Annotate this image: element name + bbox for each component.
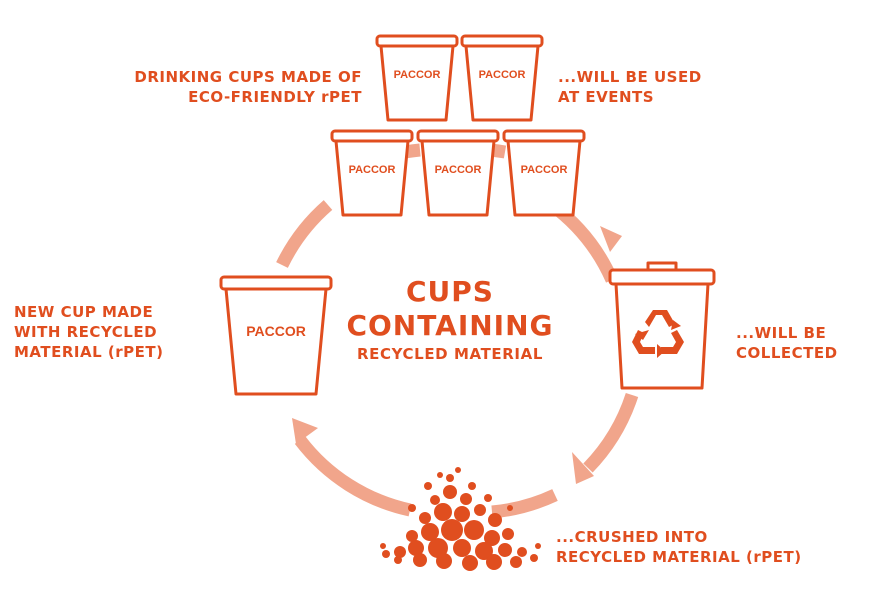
pellet [535, 543, 541, 549]
label-line: NEW CUP MADE [14, 303, 154, 321]
pellet [424, 482, 432, 490]
label-line: DRINKING CUPS MADE OF [134, 68, 362, 86]
label-line: ...CRUSHED INTO [556, 528, 708, 546]
pellet [443, 485, 457, 499]
pellets-icon [380, 467, 541, 571]
label-line: AT EVENTS [558, 88, 655, 106]
cup-icon: PACCOR [375, 34, 459, 122]
label-collected: ...WILL BE COLLECTED [736, 323, 838, 363]
cup-icon: PACCOR [460, 34, 544, 122]
pellet [486, 554, 502, 570]
label-line: ...WILL BE USED [558, 68, 702, 86]
pellet [428, 538, 448, 558]
pellet [437, 472, 443, 478]
center-title-line3: RECYCLED MATERIAL [357, 345, 543, 363]
cycle-arrow-icon [583, 392, 639, 473]
pellet [530, 554, 538, 562]
pellet [394, 546, 406, 558]
cycle-arrow-icon [600, 226, 622, 252]
pellet [488, 513, 502, 527]
pellet [484, 494, 492, 502]
pellet [507, 505, 513, 511]
label-new-cup: NEW CUP MADE WITH RECYCLED MATERIAL (rPE… [14, 302, 163, 362]
pellet [460, 493, 472, 505]
pellet [517, 547, 527, 557]
cycle-arrow-icon [572, 452, 594, 484]
pellet [436, 553, 452, 569]
label-line: RECYCLED MATERIAL (rPET) [556, 548, 802, 566]
cycle-arrow-icon [292, 418, 318, 444]
label-used-at-events: ...WILL BE USED AT EVENTS [558, 67, 702, 107]
label-line: WITH RECYCLED [14, 323, 158, 341]
label-line: COLLECTED [736, 344, 838, 362]
pellet [453, 539, 471, 557]
pellet [455, 467, 461, 473]
recycle-symbol-icon [632, 310, 684, 358]
pellet [441, 519, 463, 541]
pellet [484, 530, 500, 546]
center-title-line2: CONTAINING [346, 309, 554, 342]
recycle-bin-icon [608, 261, 716, 390]
label-line: ECO-FRIENDLY rPET [188, 88, 362, 106]
cycle-arrow-icon [491, 489, 558, 519]
cup-icon: PACCOR [416, 129, 500, 217]
cup-icon: PACCOR [330, 129, 414, 217]
pellet [498, 543, 512, 557]
cup-icon: PACCOR [219, 275, 333, 396]
cycle-arrow-icon [276, 200, 333, 268]
label-line: MATERIAL (rPET) [14, 343, 164, 361]
pellet [510, 556, 522, 568]
center-title: CUPS CONTAINING RECYCLED MATERIAL [320, 275, 580, 365]
pellet [380, 543, 386, 549]
label-drinking-cups: DRINKING CUPS MADE OF ECO-FRIENDLY rPET [82, 67, 362, 107]
pellet [446, 474, 454, 482]
pellet [502, 528, 514, 540]
pellet [475, 542, 493, 560]
cup-brand: PACCOR [521, 164, 568, 176]
pellet [394, 556, 402, 564]
pellet [382, 550, 390, 558]
pellet [413, 553, 427, 567]
cup-brand: PACCOR [349, 164, 396, 176]
pellet [406, 530, 418, 542]
cycle-arrow-icon [294, 436, 412, 517]
cup-icon: PACCOR [502, 129, 586, 217]
cup-brand: PACCOR [479, 69, 526, 81]
pellet [408, 504, 416, 512]
pellet [468, 482, 476, 490]
pellet [408, 540, 424, 556]
label-line: ...WILL BE [736, 324, 827, 342]
pellet [474, 504, 486, 516]
pellet [419, 512, 431, 524]
cup-brand: PACCOR [435, 164, 482, 176]
pellet [462, 555, 478, 571]
center-title-line1: CUPS [406, 275, 494, 308]
pellet [434, 503, 452, 521]
pellet [454, 506, 470, 522]
cup-brand: PACCOR [394, 69, 441, 81]
cup-brand: PACCOR [246, 323, 306, 339]
pellet [430, 495, 440, 505]
pellet [464, 520, 484, 540]
cycle-arrows [276, 143, 639, 519]
pellet [421, 523, 439, 541]
label-crushed: ...CRUSHED INTO RECYCLED MATERIAL (rPET) [556, 527, 802, 567]
